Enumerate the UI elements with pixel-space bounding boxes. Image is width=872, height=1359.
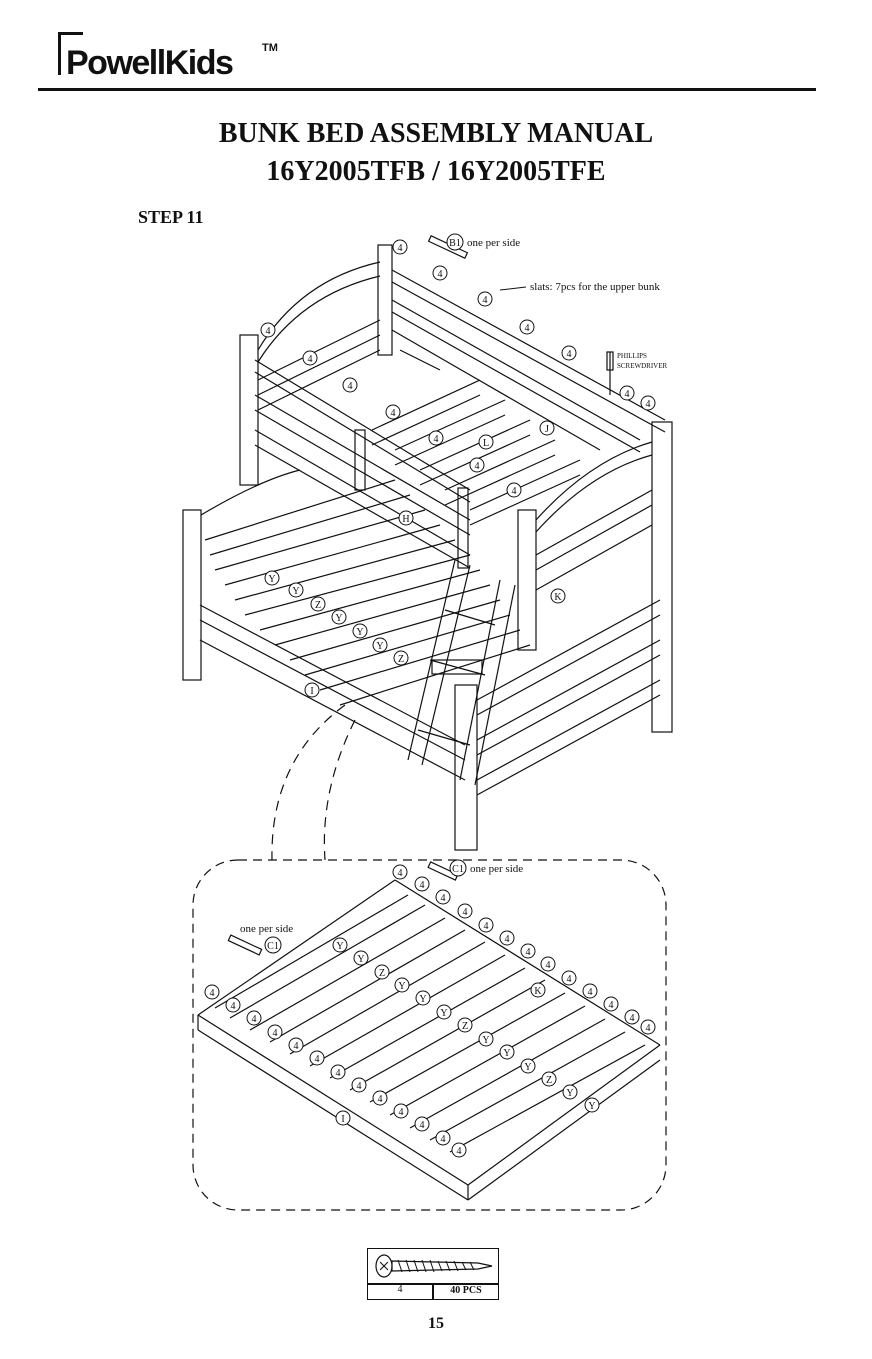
slat-label: Z bbox=[398, 654, 404, 665]
slat-label: Z bbox=[462, 1021, 468, 1032]
screw-callout: 4 bbox=[294, 1041, 299, 1052]
tool-note-line1: PHILLIPS bbox=[617, 352, 647, 360]
part-c1-label: C1 bbox=[267, 941, 279, 952]
hardware-col-divider bbox=[432, 1283, 434, 1299]
screw-callout: 4 bbox=[348, 381, 353, 392]
screw-callout: 4 bbox=[336, 1068, 341, 1079]
slat-label: Y bbox=[336, 941, 343, 952]
screw-callout: 4 bbox=[505, 934, 510, 945]
screw-callout: 4 bbox=[273, 1028, 278, 1039]
slats-note: slats: 7pcs for the upper bunk bbox=[530, 281, 660, 293]
screw-callout: 4 bbox=[420, 880, 425, 891]
logo-bracket bbox=[58, 32, 83, 75]
step-label: STEP 11 bbox=[138, 207, 204, 227]
screw-callout: 4 bbox=[315, 1054, 320, 1065]
screw-callout: 4 bbox=[546, 960, 551, 971]
hardware-box: 4 40 PCS bbox=[367, 1248, 499, 1300]
slat-label: Y bbox=[356, 627, 363, 638]
slat-label: Y bbox=[292, 586, 299, 597]
slat-label: Y bbox=[588, 1101, 595, 1112]
screw-callout: 4 bbox=[391, 408, 396, 419]
page-number: 15 bbox=[428, 1315, 444, 1332]
screw-callout: 4 bbox=[512, 486, 517, 497]
part-i-label: I bbox=[341, 1114, 344, 1125]
trademark: TM bbox=[262, 42, 278, 54]
slat-label: Y bbox=[398, 981, 405, 992]
part-i-label: I bbox=[310, 686, 313, 697]
slat-label: Z bbox=[379, 968, 385, 979]
header-rule bbox=[38, 88, 816, 91]
screw-callout: 4 bbox=[398, 243, 403, 254]
brand-logo: PowellKids TM bbox=[40, 30, 280, 90]
screw-callout: 4 bbox=[625, 389, 630, 400]
hardware-code: 4 bbox=[397, 1284, 403, 1295]
part-k-label: K bbox=[534, 986, 542, 997]
part-h-label: H bbox=[402, 514, 409, 525]
part-l-label: L bbox=[483, 438, 489, 449]
slat-label: Y bbox=[335, 613, 342, 624]
brand-name: PowellKids bbox=[66, 44, 234, 82]
screw-callout: 4 bbox=[266, 326, 271, 337]
slat-label: Y bbox=[419, 994, 426, 1005]
screw-callout: 4 bbox=[475, 461, 480, 472]
manual-title: BUNK BED ASSEMBLY MANUAL bbox=[218, 118, 654, 149]
screw-callout: 4 bbox=[308, 354, 313, 365]
screw-callout: 4 bbox=[646, 1023, 651, 1034]
screw-callout: 4 bbox=[210, 988, 215, 999]
part-c1-label: C1 bbox=[452, 864, 464, 875]
screw-callout: 4 bbox=[609, 1000, 614, 1011]
screw-callout: 4 bbox=[357, 1081, 362, 1092]
screw-callout: 4 bbox=[567, 349, 572, 360]
slat-label: Y bbox=[524, 1062, 531, 1073]
slat-label: Z bbox=[546, 1075, 552, 1086]
slat-label: Y bbox=[482, 1035, 489, 1046]
screw-callout: 4 bbox=[420, 1120, 425, 1131]
model-numbers: 16Y2005TFB / 16Y2005TFE bbox=[266, 156, 606, 187]
slat-label: Y bbox=[503, 1048, 510, 1059]
screw-callout: 4 bbox=[252, 1014, 257, 1025]
screw-icon bbox=[375, 1254, 493, 1278]
screw-callout: 4 bbox=[646, 399, 651, 410]
screw-callout: 4 bbox=[463, 907, 468, 918]
screw-callout: 4 bbox=[398, 868, 403, 879]
part-j-label: J bbox=[545, 424, 549, 435]
screw-callout: 4 bbox=[434, 434, 439, 445]
screw-callout: 4 bbox=[483, 295, 488, 306]
slat-label: Y bbox=[357, 954, 364, 965]
screw-callout: 4 bbox=[630, 1013, 635, 1024]
part-k-label: K bbox=[554, 592, 562, 603]
screw-callout: 4 bbox=[378, 1094, 383, 1105]
screw-callout: 4 bbox=[567, 974, 572, 985]
screw-callout: 4 bbox=[438, 269, 443, 280]
slat-label: Y bbox=[440, 1008, 447, 1019]
screw-callout: 4 bbox=[399, 1107, 404, 1118]
hardware-quantity: 40 PCS bbox=[450, 1285, 482, 1296]
screw-callout: 4 bbox=[525, 323, 530, 334]
c1-note-right: one per side bbox=[470, 863, 523, 875]
screw-callout: 4 bbox=[441, 893, 446, 904]
screw-callout: 4 bbox=[526, 947, 531, 958]
screw-callout: 4 bbox=[588, 987, 593, 998]
slat-label: Z bbox=[315, 600, 321, 611]
part-b1-label: B1 bbox=[449, 238, 461, 249]
tool-note-line2: SCREWDRIVER bbox=[617, 362, 668, 370]
slat-label: Y bbox=[268, 574, 275, 585]
screw-callout: 4 bbox=[457, 1146, 462, 1157]
slat-label: Y bbox=[376, 641, 383, 652]
screw-callout: 4 bbox=[231, 1001, 236, 1012]
screw-callout: 4 bbox=[441, 1134, 446, 1145]
screw-callout: 4 bbox=[484, 921, 489, 932]
b1-note: one per side bbox=[467, 237, 520, 249]
slat-label: Y bbox=[566, 1088, 573, 1099]
c1-note-left: one per side bbox=[240, 923, 293, 935]
